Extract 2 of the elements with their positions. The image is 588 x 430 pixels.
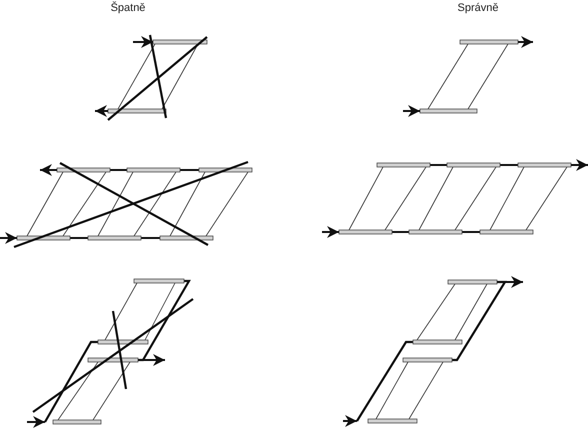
column-heading: Správně [458, 2, 498, 14]
column-heading: Špatně [110, 2, 146, 14]
